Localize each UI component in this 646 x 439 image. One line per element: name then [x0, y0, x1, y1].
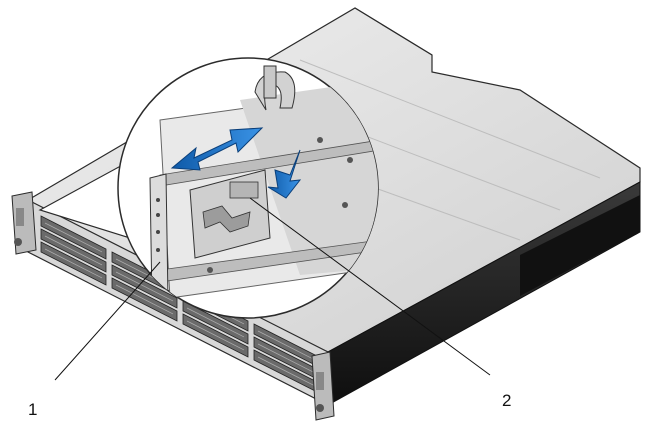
detail-zoom-circle [117, 57, 379, 319]
drive-bay-handle [44, 235, 103, 266]
drive-bay-handle [257, 356, 316, 387]
callout-label-1: 1 [28, 400, 37, 419]
drive-bay-handle [257, 330, 316, 361]
drive-bay-handle [115, 284, 174, 315]
right-rack-ear [311, 351, 335, 421]
drive-bay-handle [44, 248, 103, 279]
drive-bay-handle [115, 271, 174, 302]
drive-bay-handle [44, 222, 103, 253]
press-arrow-icon [267, 149, 302, 199]
callout-label-2: 2 [502, 391, 511, 410]
drive-bay-handle [186, 307, 245, 338]
callout-leader-1 [54, 261, 161, 381]
slide-arrow-icon [170, 127, 264, 171]
drive-bay-handle [186, 320, 245, 351]
drive-bay-handle [257, 343, 316, 374]
left-rack-ear [11, 191, 37, 255]
callout-leader-2 [249, 197, 491, 376]
